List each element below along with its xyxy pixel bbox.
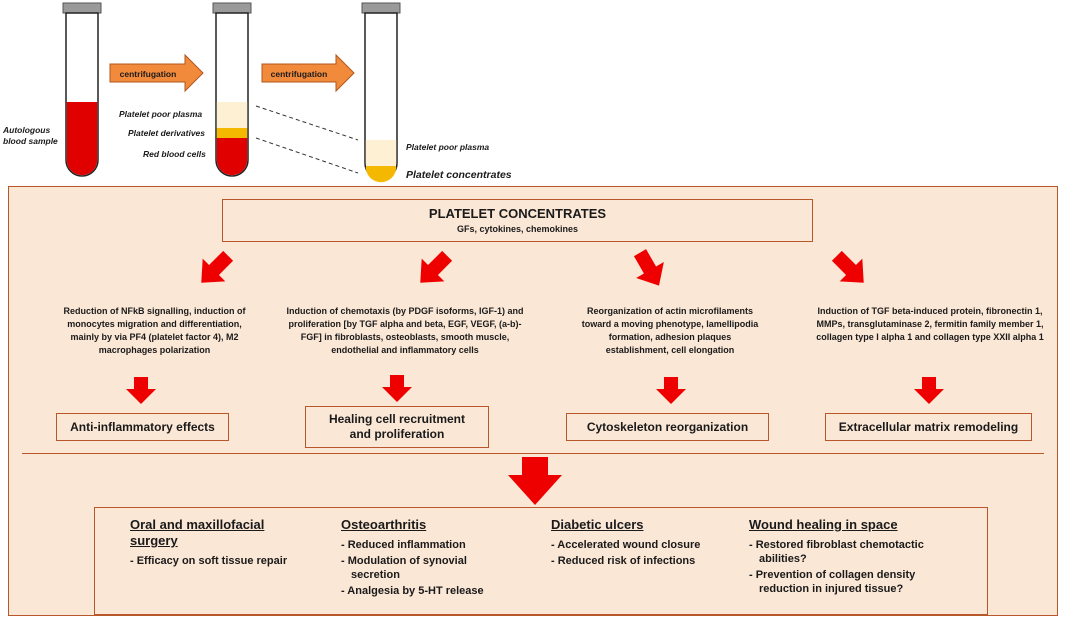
big-down-arrow (508, 457, 562, 505)
col1-description: Reduction of NFkB signalling, induction … (63, 306, 246, 355)
app-osteoarthritis-item: - Modulation of synovial secretion (341, 555, 467, 581)
centrifugation-arrow-1 (109, 53, 204, 93)
app-oral-surgery-item: - Efficacy on soft tissue repair (130, 555, 288, 567)
app-osteoarthritis-heading: Osteoarthritis (341, 517, 427, 532)
panel-divider (22, 453, 1044, 454)
app-diabetic-ulcers-item: - Accelerated wound closure (551, 539, 701, 551)
dashed-connector-lower (255, 137, 359, 174)
arrow2-label: centrifugation (270, 69, 328, 79)
effect-ecm-remodeling: Extracellular matrix remodeling (825, 413, 1032, 441)
panel-subtitle: GFs, cytokines, chemokines (456, 224, 579, 234)
app-osteoarthritis-item: - Analgesia by 5-HT release (341, 585, 484, 597)
app-oral-surgery: Oral and maxillofacial surgery - Efficac… (130, 517, 305, 568)
arrow-to-col1 (201, 250, 234, 283)
panel-title: PLATELET CONCENTRATES (428, 206, 607, 221)
arrow1-label: centrifugation (119, 69, 177, 79)
app-diabetic-ulcers-heading: Diabetic ulcers (551, 517, 644, 532)
app-osteoarthritis: Osteoarthritis - Reduced inflammation - … (341, 517, 516, 598)
tube3-label-concentrates: Platelet concentrates (406, 169, 512, 181)
tube-blood-sample (62, 2, 102, 177)
tube-second-centrifugation (361, 2, 401, 183)
app-space-item: - Prevention of collagen density reducti… (749, 569, 916, 595)
tube2-label-derivatives: Platelet derivatives (128, 128, 206, 138)
col2-description: Induction of chemotaxis (by PDGF isoform… (286, 306, 524, 355)
app-diabetic-ulcers: Diabetic ulcers - Accelerated wound clos… (551, 517, 731, 568)
down-arrow-col1 (126, 377, 156, 404)
centrifugation-arrow-2 (261, 53, 355, 93)
app-space-item: - Restored fibroblast chemotactic abilit… (749, 539, 924, 565)
app-diabetic-ulcers-item: - Reduced risk of infections (551, 555, 696, 567)
effect-cell-recruitment: Healing cell recruitment and proliferati… (305, 406, 489, 448)
effect-anti-inflammatory: Anti-inflammatory effects (56, 413, 229, 441)
app-osteoarthritis-item: - Reduced inflammation (341, 539, 466, 551)
down-arrow-col2 (382, 375, 412, 402)
tube2-label-ppp: Platelet poor plasma (119, 109, 203, 119)
applications-box (94, 507, 988, 615)
upper-arrows (201, 249, 864, 286)
app-space-wound-healing: Wound healing in space - Restored fibrob… (749, 517, 969, 596)
down-arrow-col3 (656, 377, 686, 404)
arrow-to-col4 (831, 250, 864, 283)
tube2-label-rbc: Red blood cells (143, 149, 206, 159)
tube-first-centrifugation (212, 2, 252, 177)
tube3-label-ppp: Platelet poor plasma (406, 142, 490, 152)
effect-cytoskeleton: Cytoskeleton reorganization (566, 413, 769, 441)
arrow-to-col3 (633, 249, 664, 286)
app-space-heading: Wound healing in space (749, 517, 898, 532)
lower-arrows (126, 375, 944, 404)
col3-description: Reorganization of actin microfilaments t… (581, 306, 759, 355)
dashed-connector-upper (255, 105, 359, 141)
tubes-illustration (62, 2, 401, 183)
col4-description: Induction of TGF beta-induced protein, f… (816, 306, 1044, 342)
arrow-to-col2 (420, 250, 453, 283)
platelet-concentrates-box: PLATELET CONCENTRATES GFs, cytokines, ch… (222, 199, 813, 242)
app-oral-surgery-heading: Oral and maxillofacial surgery (130, 517, 265, 548)
down-arrow-col4 (914, 377, 944, 404)
blood-sample-label: Autologous blood sample (3, 125, 58, 146)
